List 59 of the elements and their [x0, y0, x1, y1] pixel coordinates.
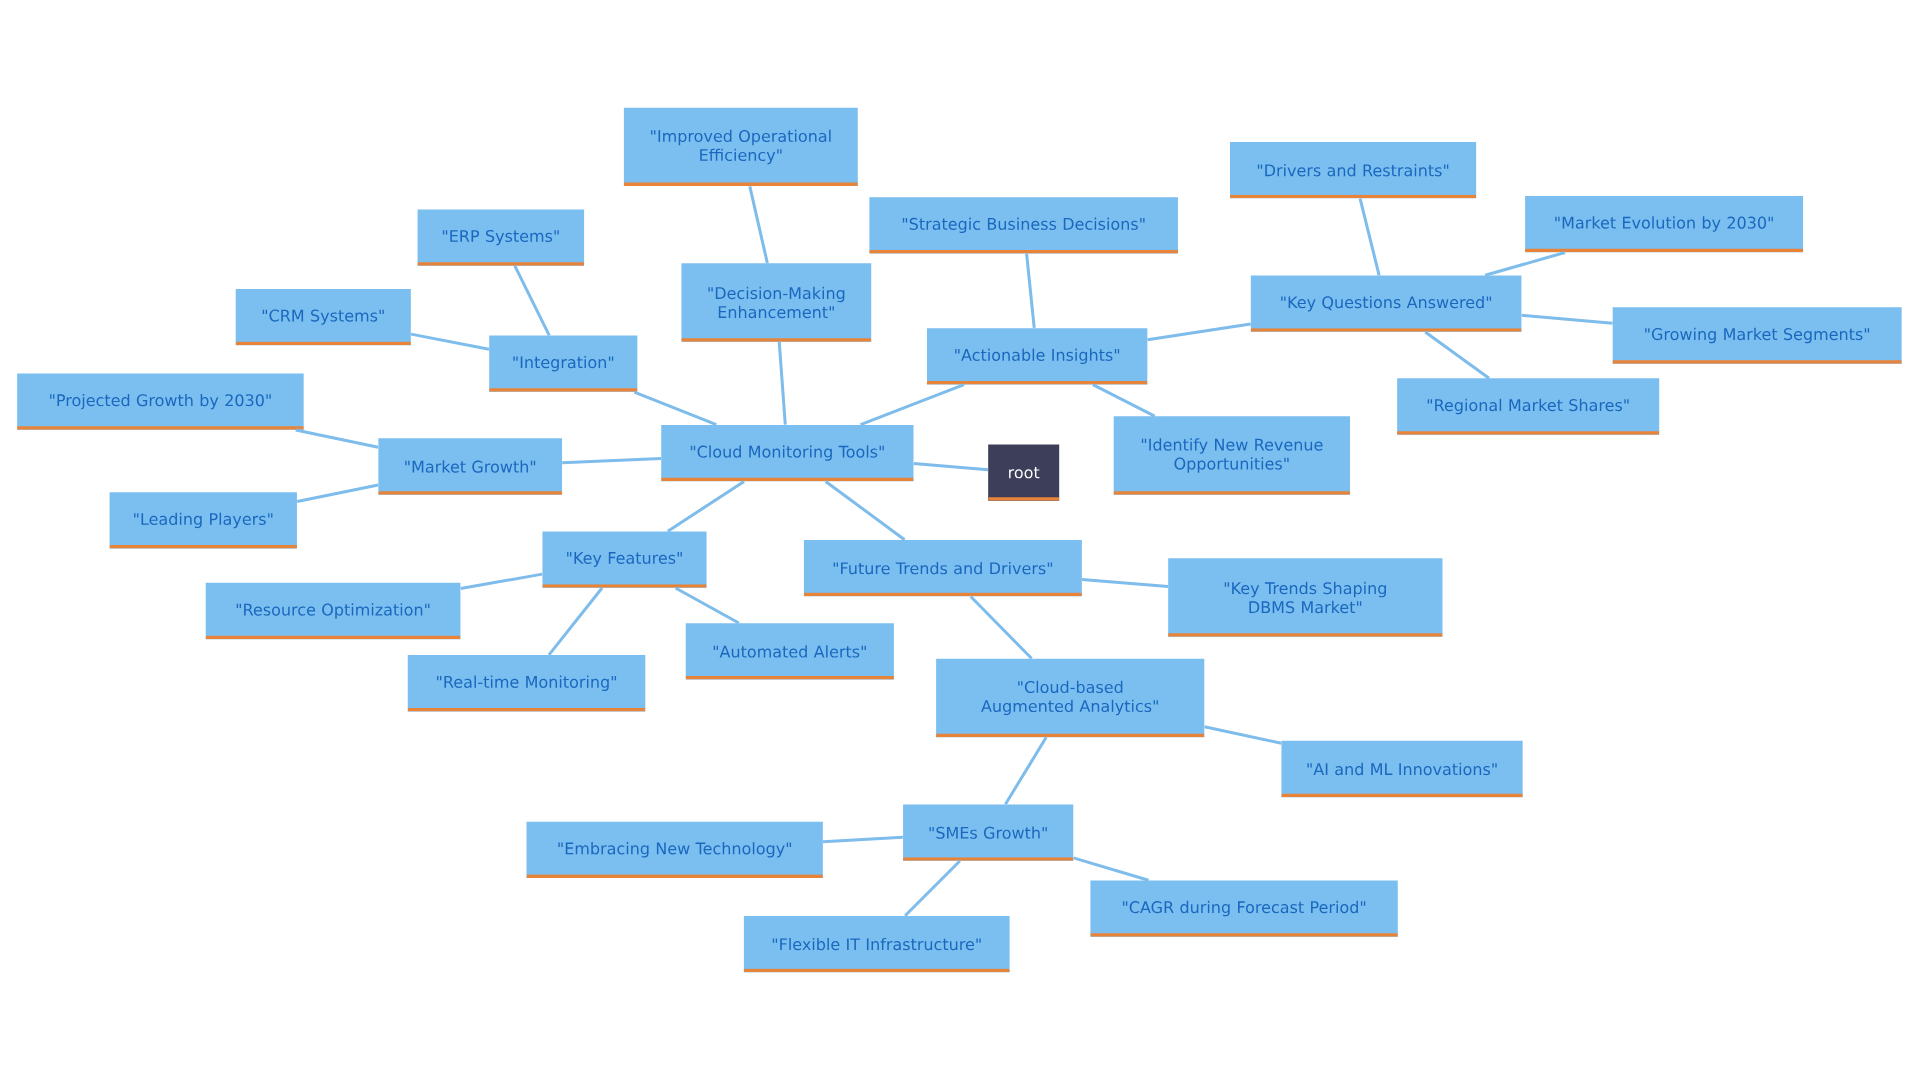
topic-box: "SMEs Growth"	[903, 804, 1074, 861]
connector-line	[562, 456, 662, 465]
topic-box: "Key Questions Answered"	[1250, 275, 1522, 332]
connector-line	[904, 859, 961, 917]
connector-line	[913, 462, 989, 472]
connector-line	[460, 572, 543, 591]
topic-box: "Projected Growth by 2030"	[17, 373, 304, 430]
topic-box: "Strategic Business Decisions"	[869, 197, 1178, 254]
connector-line	[1081, 577, 1169, 588]
topic-box: "Improved Operational Efficiency"	[623, 107, 858, 187]
topic-box: "Cloud Monitoring Tools"	[661, 424, 914, 482]
connector-line	[296, 483, 379, 503]
connector-line	[547, 587, 604, 656]
topic-box: "Market Growth"	[378, 438, 563, 495]
topic-box: "Real-time Monitoring"	[407, 655, 646, 712]
connector-line	[1025, 253, 1036, 329]
connector-line	[410, 332, 490, 351]
connector-line	[1073, 856, 1149, 882]
connector-line	[969, 595, 1033, 660]
topic-box: "Decision-Making Enhancement"	[681, 263, 872, 342]
connector-line	[1004, 736, 1048, 806]
topic-box: "Leading Players"	[109, 492, 297, 549]
connector-line	[1147, 322, 1251, 342]
connector-line	[1424, 330, 1490, 380]
topic-box: "Key Features"	[542, 531, 707, 588]
connector-line	[1521, 313, 1613, 325]
topic-box: "AI and ML Innovations"	[1281, 740, 1523, 798]
topic-box: "Key Trends Shaping DBMS Market"	[1168, 558, 1443, 637]
topic-box: "Identify New Revenue Opportunities"	[1113, 416, 1350, 495]
connector-line	[1358, 198, 1381, 276]
connector-line	[295, 428, 379, 449]
topic-box: "Resource Optimization"	[205, 582, 461, 640]
root-box: root	[988, 444, 1060, 501]
topic-box: "ERP Systems"	[417, 209, 585, 266]
topic-box: "Flexible IT Infrastructure"	[743, 915, 1010, 973]
connector-line	[1204, 725, 1282, 745]
topic-box: "Future Trends and Drivers"	[803, 540, 1082, 597]
topic-box: "Actionable Insights"	[926, 328, 1148, 385]
topic-box: "Integration"	[489, 335, 638, 392]
topic-box: "Embracing New Technology"	[526, 821, 823, 878]
topic-box: "CRM Systems"	[235, 288, 411, 346]
connector-line	[824, 480, 906, 541]
topic-box: "Regional Market Shares"	[1397, 378, 1660, 435]
topic-box: "Cloud-based Augmented Analytics"	[936, 658, 1205, 738]
connector-line	[633, 390, 717, 427]
topic-box: "Automated Alerts"	[685, 623, 894, 680]
topic-box: "Drivers and Restraints"	[1230, 142, 1477, 199]
connector-line	[860, 383, 965, 427]
topic-box: "Growing Market Segments"	[1612, 307, 1902, 364]
topic-box: "CAGR during Forecast Period"	[1090, 880, 1398, 937]
connector-line	[1092, 383, 1156, 418]
connector-line	[674, 586, 740, 625]
connector-line	[667, 480, 745, 533]
connector-line	[777, 341, 787, 425]
connector-line	[1484, 251, 1566, 277]
connector-line	[513, 265, 551, 336]
connector-line	[823, 835, 903, 844]
topic-box: "Market Evolution by 2030"	[1525, 195, 1804, 253]
connector-line	[748, 186, 769, 264]
